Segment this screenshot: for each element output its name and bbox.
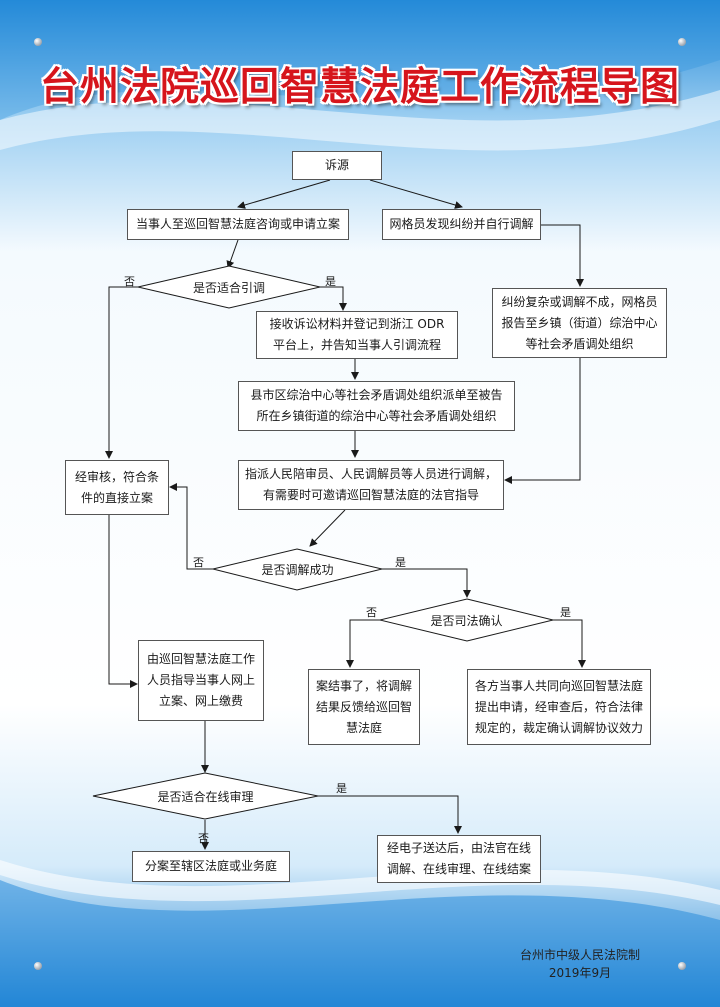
decision-mediation-success bbox=[212, 548, 383, 591]
node-receive-materials: 接收诉讼材料并登记到浙江 ODR 平台上，并告知当事人引调流程 bbox=[256, 311, 458, 359]
connector bbox=[504, 358, 581, 484]
decision-text: 是否司法确认 bbox=[430, 614, 503, 628]
connector bbox=[318, 795, 462, 834]
mount-screw-icon bbox=[678, 38, 686, 46]
connector bbox=[169, 483, 213, 570]
connector bbox=[369, 179, 463, 209]
page-title: 台州法院巡回智慧法庭工作流程导图 bbox=[39, 65, 680, 110]
connector bbox=[309, 509, 346, 547]
footer-org: 台州市中级人民法院制 bbox=[519, 948, 640, 962]
node-staff-guide: 由巡回智慧法庭工作人员指导当事人网上立案、网上缴费 bbox=[138, 640, 264, 721]
branch-label-no: 否 bbox=[366, 606, 377, 619]
branch-label-yes: 是 bbox=[560, 606, 571, 619]
connector bbox=[108, 515, 138, 688]
mount-screw-icon bbox=[34, 962, 42, 970]
decision-suitable-guide bbox=[137, 265, 321, 309]
node-grid-mediate: 网格员发现纠纷并自行调解 bbox=[382, 209, 541, 240]
branch-label-no: 否 bbox=[124, 275, 135, 288]
branch-label-yes: 是 bbox=[395, 556, 406, 569]
mount-screw-icon bbox=[678, 962, 686, 970]
connector bbox=[226, 239, 239, 269]
decision-text: 是否适合在线审理 bbox=[157, 790, 254, 804]
decision-text: 是否适合引调 bbox=[192, 281, 265, 295]
node-transfer-court: 分案至辖区法庭或业务庭 bbox=[132, 851, 290, 882]
footer-date: 2019年9月 bbox=[548, 966, 612, 980]
connector bbox=[105, 286, 138, 459]
node-county-dispatch: 县市区综治中心等社会矛盾调处组织派单至被告所在乡镇街道的综治中心等社会矛盾调处组… bbox=[238, 381, 515, 431]
connector bbox=[541, 224, 584, 287]
node-grid-report: 纠纷复杂或调解不成，网格员报告至乡镇（街道）综治中心等社会矛盾调处组织 bbox=[492, 288, 667, 358]
node-party-consult: 当事人至巡回智慧法庭咨询或申请立案 bbox=[127, 209, 349, 240]
branch-label-yes: 是 bbox=[325, 275, 336, 288]
connector bbox=[553, 619, 586, 668]
decision-text: 是否调解成功 bbox=[261, 563, 334, 577]
node-review-file: 经审核，符合条件的直接立案 bbox=[65, 460, 169, 515]
decision-online-trial bbox=[92, 772, 319, 820]
branch-label-no: 否 bbox=[193, 556, 204, 569]
connector bbox=[382, 568, 471, 598]
mount-screw-icon bbox=[34, 38, 42, 46]
branch-label-no: 否 bbox=[198, 832, 209, 845]
connector bbox=[346, 619, 380, 668]
connector bbox=[320, 286, 347, 311]
node-source: 诉源 bbox=[292, 151, 382, 180]
node-online-trial: 经电子送达后，由法官在线调解、在线审理、在线结案 bbox=[377, 835, 541, 883]
connector bbox=[237, 179, 331, 209]
decision-judicial-confirm bbox=[379, 598, 554, 642]
branch-label-yes: 是 bbox=[336, 782, 347, 795]
node-case-closed: 案结事了，将调解结果反馈给巡回智慧法庭 bbox=[308, 669, 420, 745]
node-apply-confirm: 各方当事人共同向巡回智慧法庭提出申请，经审查后，符合法律规定的，裁定确认调解协议… bbox=[467, 669, 651, 745]
node-assign-mediators: 指派人民陪审员、人民调解员等人员进行调解，有需要时可邀请巡回智慧法庭的法官指导 bbox=[238, 460, 504, 510]
